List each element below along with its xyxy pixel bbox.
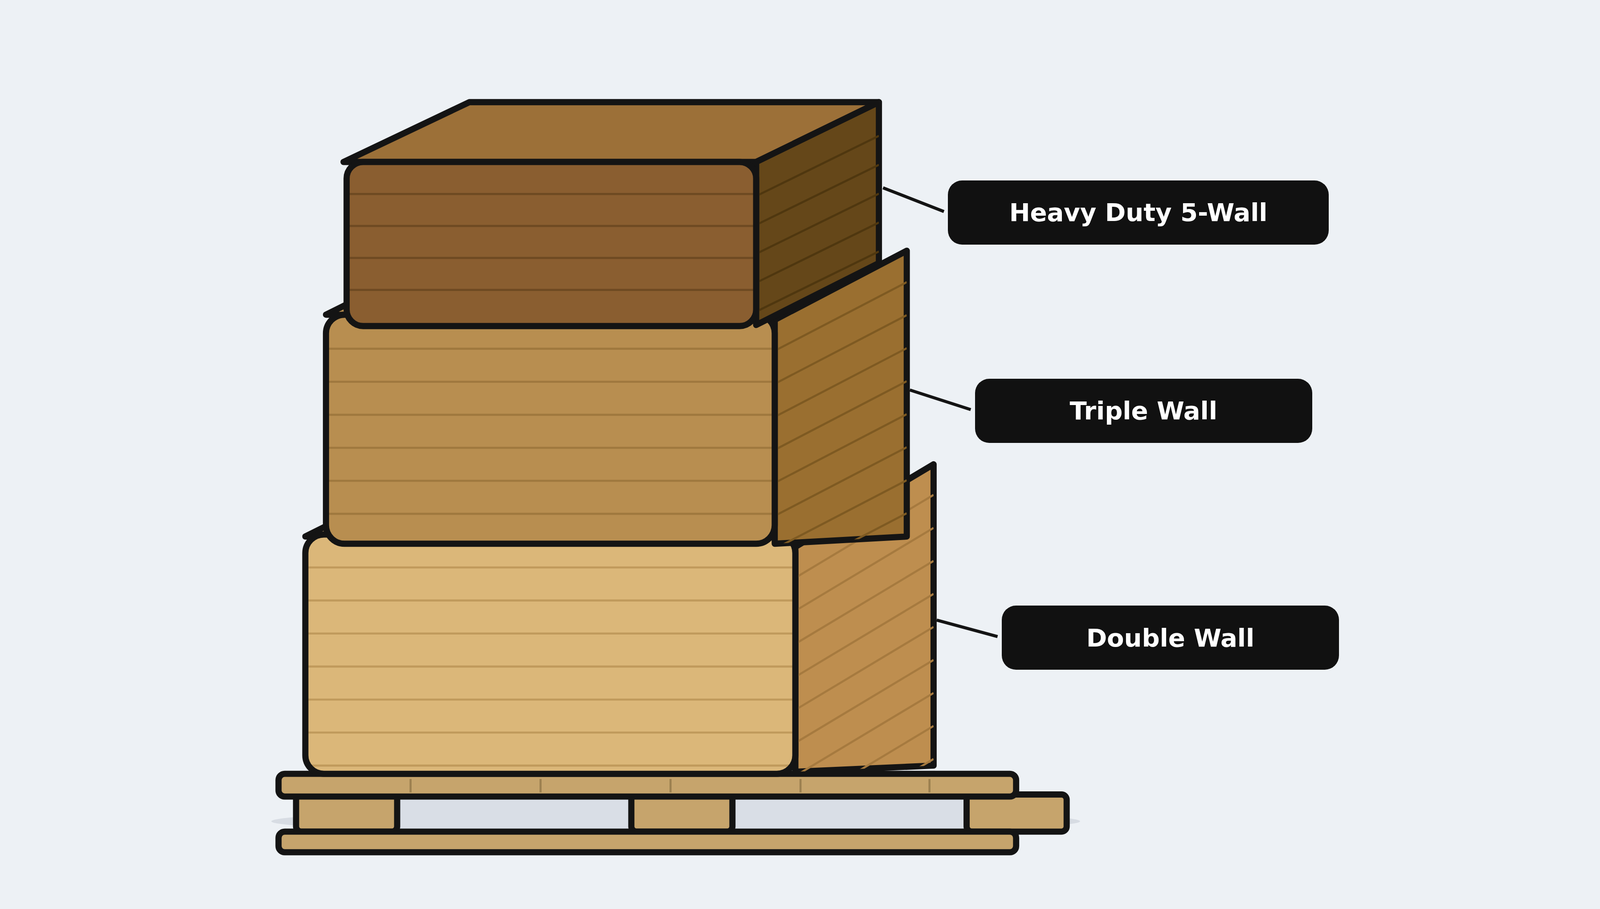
corrugation-line xyxy=(305,632,796,635)
corrugation-line xyxy=(795,593,934,677)
corrugation-line xyxy=(774,447,907,516)
corrugation-line xyxy=(346,257,756,260)
callout-label: Triple Wall xyxy=(975,378,1313,443)
corrugation-line xyxy=(774,513,907,582)
pallet-block xyxy=(296,794,398,832)
corrugation-line xyxy=(326,512,775,515)
corrugation-line xyxy=(795,692,934,776)
pallet-nail xyxy=(539,778,542,792)
corrugation-line xyxy=(346,192,756,196)
corrugation-line xyxy=(326,413,775,417)
pallet-nail xyxy=(928,778,931,792)
corrugation-line xyxy=(774,380,907,450)
corrugation-line xyxy=(795,560,934,644)
corrugation-line xyxy=(305,764,796,767)
corrugation-line xyxy=(774,314,907,384)
corrugation-line xyxy=(756,164,880,225)
corrugation-line xyxy=(795,659,934,743)
corrugation-line xyxy=(774,414,907,483)
leader-line xyxy=(936,620,998,637)
callout-text: Double Wall xyxy=(1086,622,1255,653)
corrugation-line xyxy=(756,251,880,312)
corrugation-line xyxy=(305,698,796,701)
callout-text: Triple Wall xyxy=(1069,395,1218,426)
corrugation-line xyxy=(305,566,796,569)
callout-label: Double Wall xyxy=(1001,605,1339,670)
pallet-block xyxy=(631,794,733,832)
pallet-plank xyxy=(278,773,1017,797)
heavy-duty-box xyxy=(343,102,879,341)
corrugation-line xyxy=(326,479,775,482)
pallet xyxy=(278,773,1067,853)
corrugation-line xyxy=(346,224,756,228)
callout-text: Heavy Duty 5-Wall xyxy=(1009,197,1268,228)
callout-label: Heavy Duty 5-Wall xyxy=(947,180,1329,245)
corrugation-line xyxy=(305,665,796,668)
corrugation-line xyxy=(756,135,880,196)
pallet-nails xyxy=(410,778,930,792)
pallet-nail xyxy=(409,778,412,792)
corrugation-line xyxy=(756,193,880,254)
corrugation-line xyxy=(346,288,756,291)
corrugation-line xyxy=(756,222,880,283)
pallet-nail xyxy=(799,778,802,792)
corrugation-line xyxy=(774,347,907,417)
pallet-nail xyxy=(669,778,672,792)
pallet-plank xyxy=(278,831,1017,852)
corrugation-line xyxy=(756,280,880,341)
corrugation-line xyxy=(305,731,796,734)
leader-line xyxy=(910,389,972,410)
corrugation-line xyxy=(326,446,775,449)
corrugation-line xyxy=(795,758,934,842)
leader-line xyxy=(882,187,944,212)
corrugation-line xyxy=(795,725,934,809)
corrugation-line xyxy=(305,599,796,602)
corrugation-line xyxy=(774,480,907,549)
corrugation-line xyxy=(795,626,934,710)
corrugation-line xyxy=(326,347,775,350)
pallet-block xyxy=(966,794,1067,832)
corrugation-line xyxy=(326,380,775,383)
